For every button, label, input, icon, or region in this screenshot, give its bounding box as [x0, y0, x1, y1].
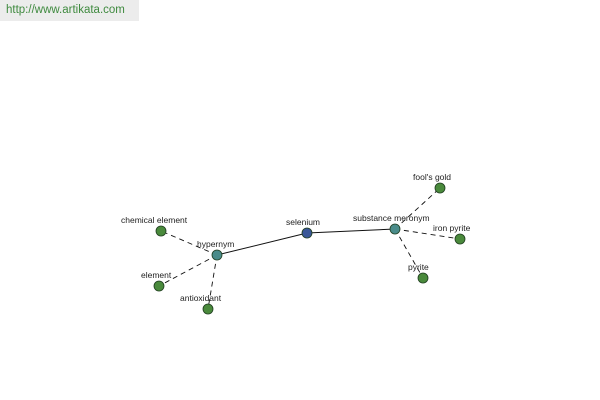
node-substance-meronym[interactable]	[389, 223, 401, 235]
node-chemical-element[interactable]	[155, 225, 167, 237]
node-hypernym[interactable]	[211, 249, 223, 261]
labels-layer: selenium hypernym substance meronym chemica…	[121, 172, 471, 303]
edge-selenium-to-hypernym	[216, 232, 308, 256]
node-label-fools-gold[interactable]: fool's gold	[413, 172, 451, 182]
node-label-substance-meronym[interactable]: substance meronym	[353, 213, 430, 223]
node-label-element[interactable]: element	[141, 270, 172, 280]
node-iron-pyrite[interactable]	[454, 233, 466, 245]
edge-selenium-to-substance_meronym	[306, 228, 396, 234]
node-element[interactable]	[153, 280, 165, 292]
node-label-iron-pyrite[interactable]: iron pyrite	[433, 223, 471, 233]
node-pyrite[interactable]	[417, 272, 429, 284]
node-label-hypernym[interactable]: hypernym	[197, 239, 234, 249]
nodes-layer	[153, 182, 466, 315]
edge-substance_meronym-to-pyrite	[394, 228, 424, 279]
node-label-selenium[interactable]: selenium	[286, 217, 320, 227]
node-fools-gold[interactable]	[434, 182, 446, 194]
edge-hypernym-to-element	[158, 254, 218, 287]
node-label-pyrite[interactable]: pyrite	[408, 262, 429, 272]
node-label-chemical-element[interactable]: chemical element	[121, 215, 188, 225]
node-selenium[interactable]	[301, 227, 313, 239]
edge-substance_meronym-to-iron_pyrite	[394, 228, 461, 240]
edge-substance_meronym-to-fools_gold	[394, 187, 441, 230]
node-label-antioxidant[interactable]: antioxidant	[180, 293, 222, 303]
edge-hypernym-to-chemical_element	[160, 230, 218, 256]
edges-layer	[158, 187, 461, 310]
source-url-text[interactable]: http://www.artikata.com	[6, 4, 125, 16]
edge-hypernym-to-antioxidant	[207, 254, 218, 310]
source-url-banner[interactable]: http://www.artikata.com	[0, 0, 139, 21]
node-antioxidant[interactable]	[202, 303, 214, 315]
